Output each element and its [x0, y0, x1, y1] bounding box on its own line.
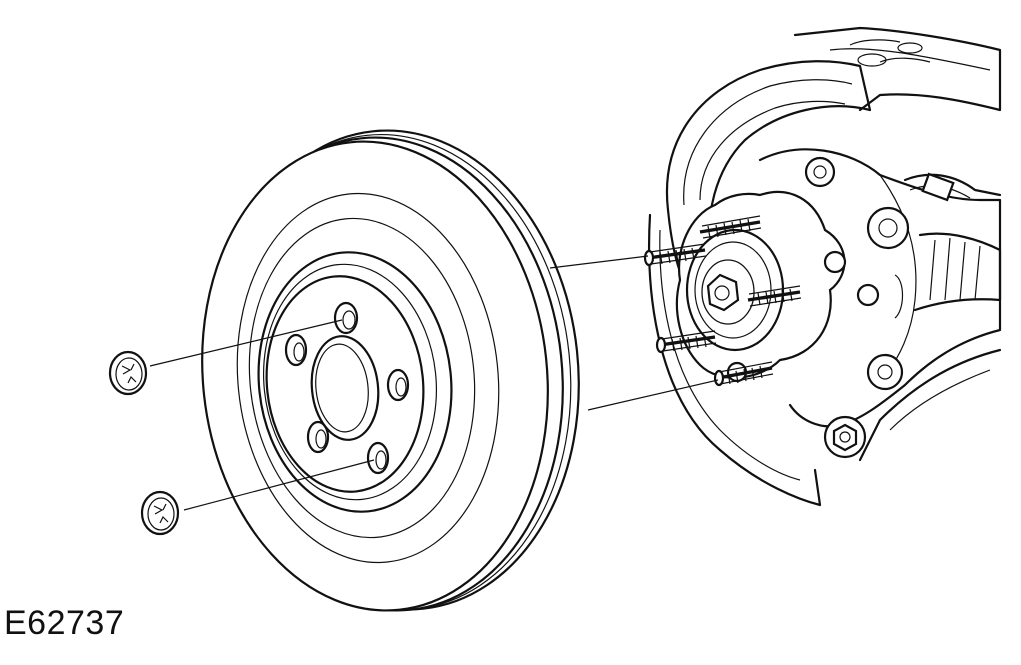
stud-hole: [306, 420, 330, 454]
disc-center-bore: [310, 335, 380, 441]
alignment-lines: [149, 255, 719, 511]
brake-disc: [201, 129, 580, 612]
retaining-clip: [108, 350, 148, 396]
upper-arm: [793, 26, 1002, 112]
stud-hole: [386, 368, 410, 402]
wheel-stud: [643, 243, 707, 267]
retaining-clip: [140, 490, 180, 536]
wheel-stud: [699, 215, 762, 239]
wheel-stud: [713, 361, 774, 387]
wheel-stud: [747, 285, 802, 307]
lower-mount-bolt: [823, 415, 867, 459]
hub-and-shield-assembly: [643, 26, 1002, 507]
wheel-studs: [643, 215, 802, 387]
wheel-stud: [655, 330, 717, 354]
disc-stud-holes: [284, 301, 410, 475]
stud-hole: [366, 441, 390, 475]
stud-hole: [333, 301, 359, 335]
disc-hat: [257, 251, 453, 513]
figure-reference-code: E62737: [4, 604, 125, 642]
stud-hole: [284, 333, 308, 367]
